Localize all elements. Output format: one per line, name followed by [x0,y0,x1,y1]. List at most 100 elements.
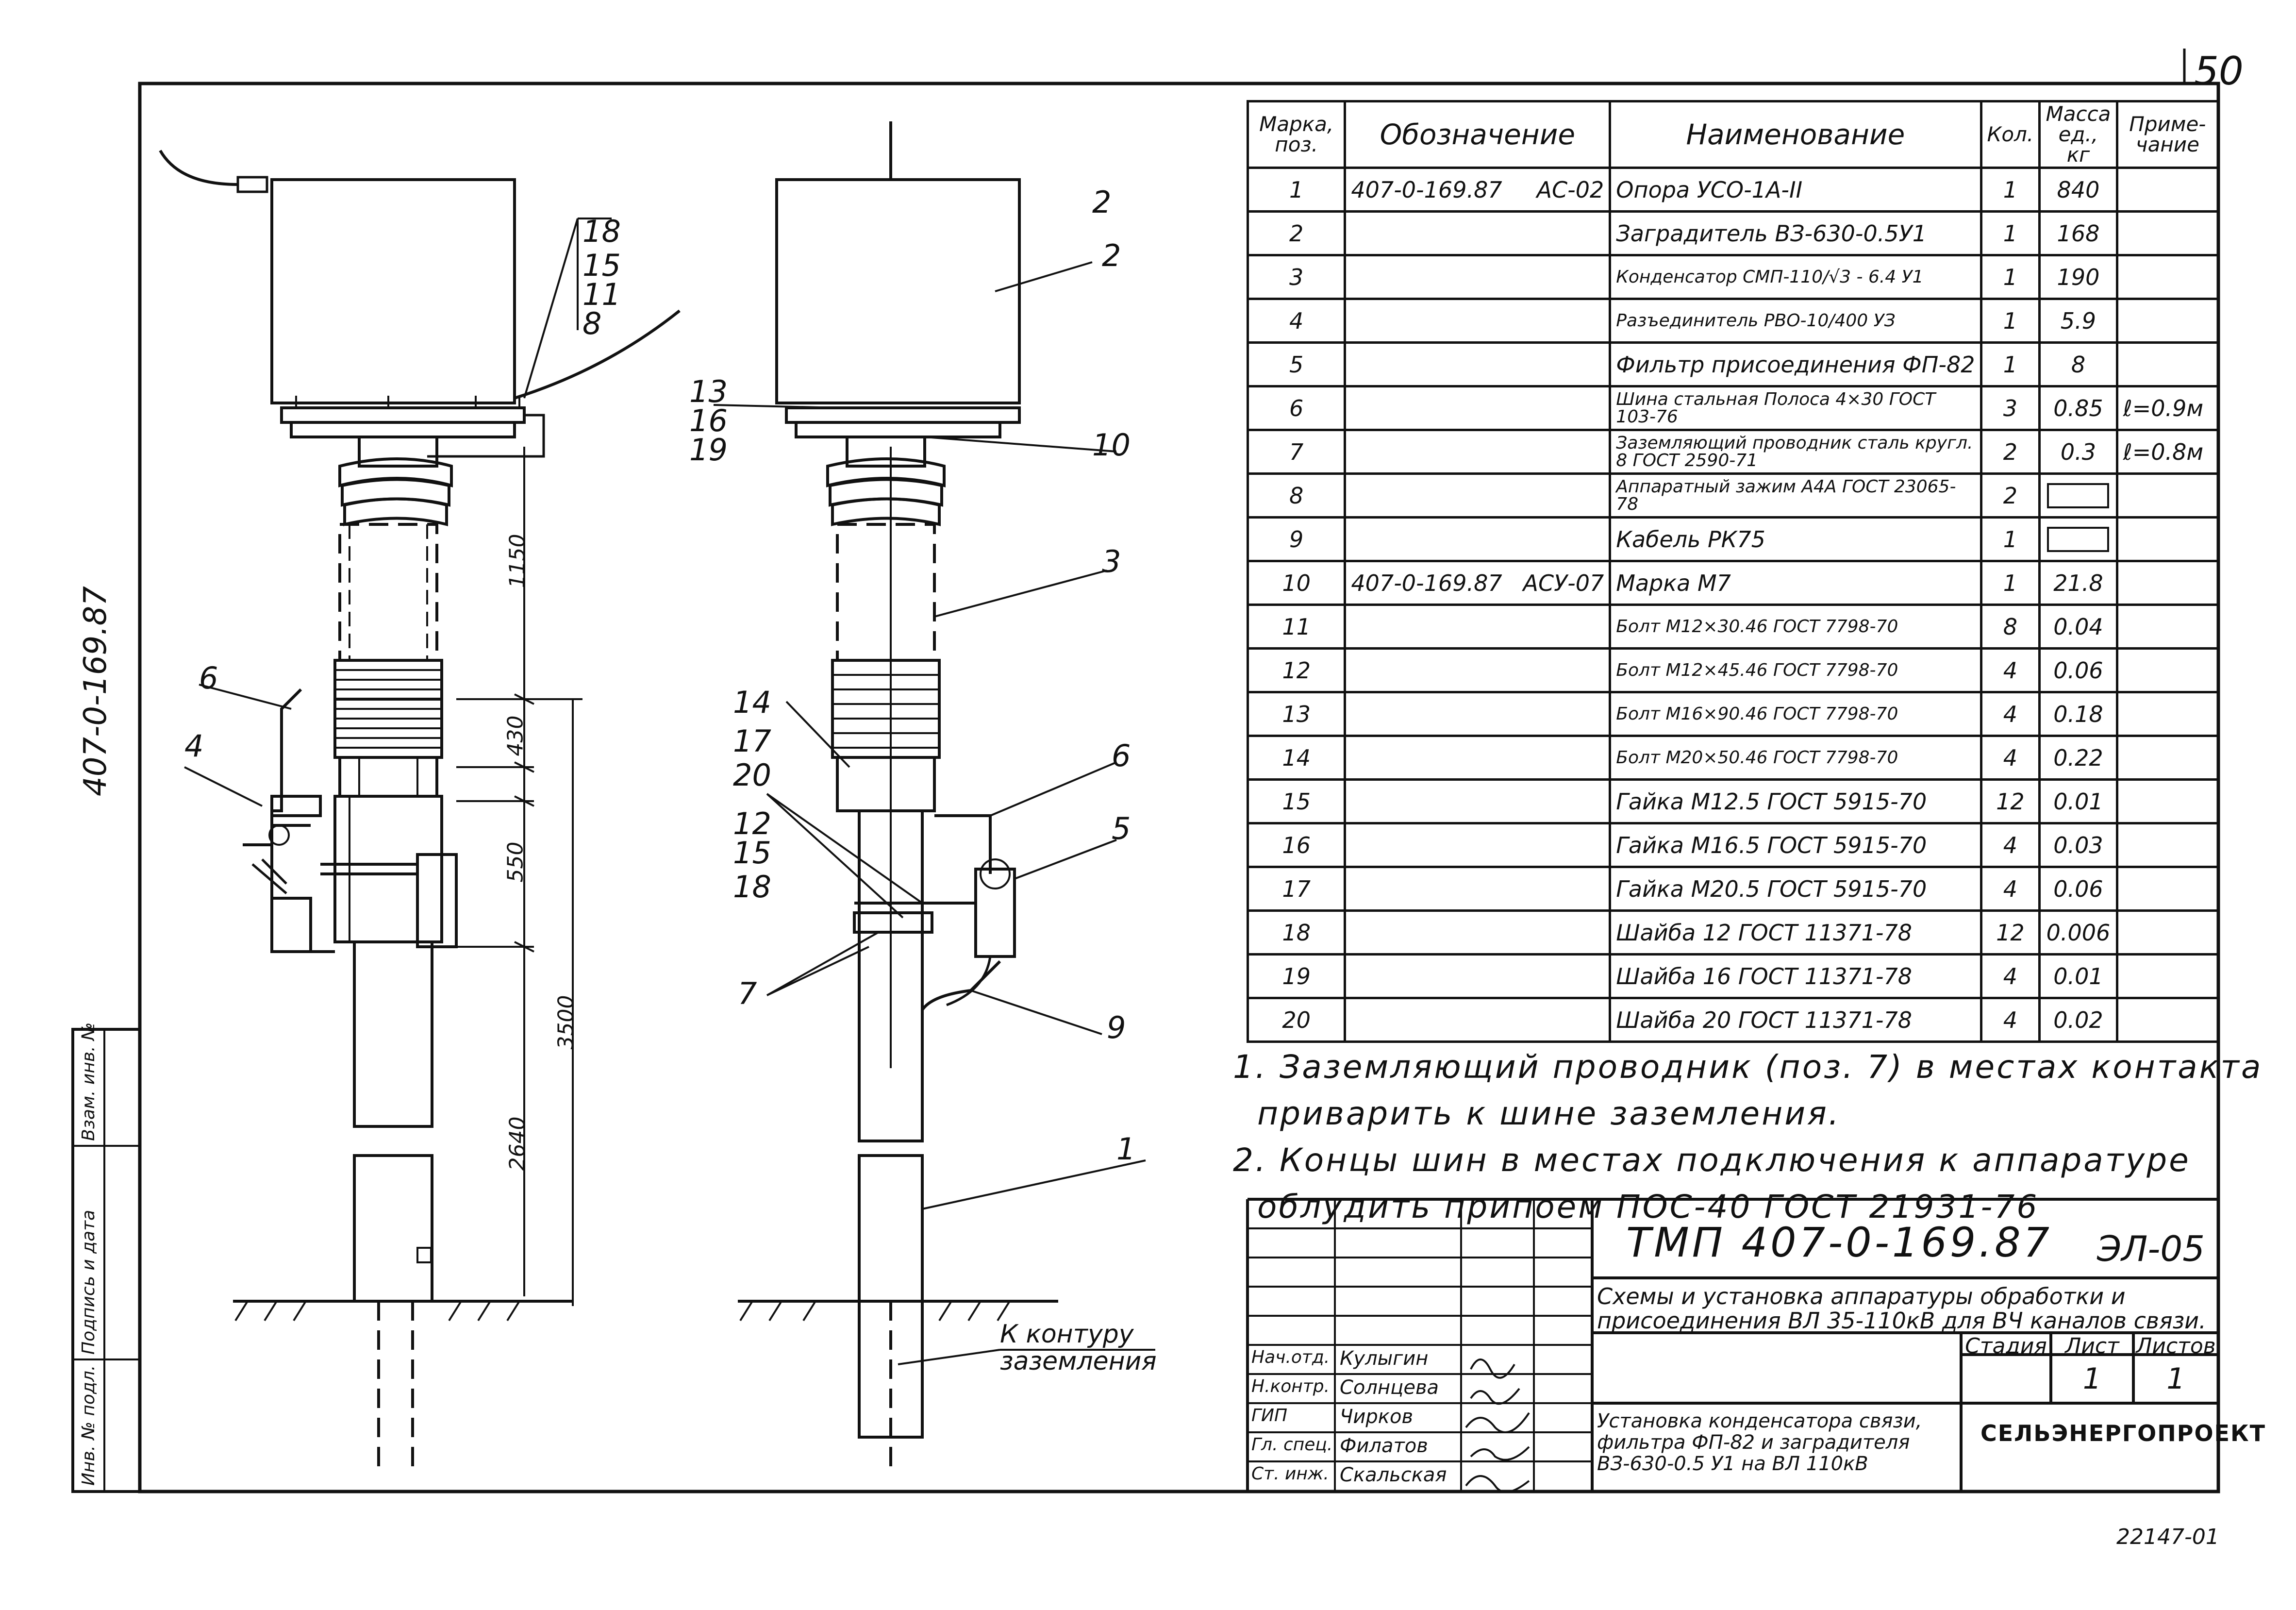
cell-position: 4 [1246,298,1347,344]
signature-role: Нач.отд. [1251,1347,1330,1367]
label-9: 9 [1107,1010,1126,1045]
cell-position: 7 [1246,429,1347,475]
cell-mass: 0.85 [2038,385,2118,431]
cell-note [2115,210,2220,256]
label-12: 12 [733,806,771,841]
cell-note [2115,778,2220,824]
cell-name: Разъединитель РВО-10/400 УЗ [1609,298,1982,344]
cell-note [2115,909,2220,956]
cell-designation [1344,210,1612,256]
cell-mass [2038,472,2118,519]
header-note: Приме- чание [2115,100,2220,169]
cable-curve [159,150,238,186]
cell-qty: 1 [1980,516,2041,562]
capacitor-right [826,436,946,812]
cell-designation [1344,647,1612,693]
cell-name: Болт М20×50.46 ГОСТ 7798-70 [1609,735,1982,781]
bracket-right [853,814,1016,1006]
cell-mass: 0.22 [2038,735,2118,781]
cell-position: 1 [1246,167,1347,213]
cell-position: 17 [1246,866,1347,912]
cell-note [2115,691,2220,737]
organization-name: СЕЛЬЭНЕРГОПРОЕКТ [1980,1420,2266,1446]
label-3: 3 [1102,544,1121,579]
label-20: 20 [733,757,771,793]
cell-position: 14 [1246,735,1347,781]
cell-designation [1344,822,1612,868]
signature-role: ГИП [1251,1406,1288,1426]
label-15: 15 [582,248,621,283]
cell-qty: 3 [1980,385,2041,431]
trap-box-left [270,178,516,404]
side-drawing-code: 407-0-169.87 [78,586,114,796]
cell-qty: 1 [1980,298,2041,344]
cell-note [2115,167,2220,213]
label-18: 18 [582,214,621,249]
header-designation: Обозначение [1344,100,1612,169]
cell-mass: 840 [2038,167,2118,213]
cell-name: Гайка М12.5 ГОСТ 5915-70 [1609,778,1982,824]
cell-position: 8 [1246,472,1347,519]
signature-name: Чирков [1340,1406,1414,1428]
side-stamp-sign: Подпись и дата [79,1209,99,1355]
cell-position: 12 [1246,647,1347,693]
cell-designation [1344,341,1612,387]
cell-mass: 0.01 [2038,953,2118,999]
label-13: 13 [689,374,728,409]
label-2-right: 2 [1102,238,1121,273]
cell-qty: 8 [1980,604,2041,650]
label-2-left: 2 [1092,184,1112,220]
cell-mass: 0.3 [2038,429,2118,475]
title-block-frame [1246,1198,2218,1493]
label-16: 16 [689,403,728,438]
cell-note [2115,647,2220,693]
label-18-right: 18 [733,869,771,905]
cell-qty: 2 [1980,429,2041,475]
label-6-right: 6 [1112,738,1131,773]
blank-field [2047,526,2110,552]
cell-position: 9 [1246,516,1347,562]
sheet-label: Лист [2065,1334,2119,1358]
cell-qty: 2 [1980,472,2041,519]
cell-note [2115,472,2220,519]
cell-mass: 0.006 [2038,909,2118,956]
cell-position: 15 [1246,778,1347,824]
cell-qty: 1 [1980,560,2041,606]
dim-550: 550 [503,841,528,883]
dim-430: 430 [503,715,528,756]
header-qty: Кол. [1980,100,2041,169]
pole-left [333,795,443,1466]
cell-name: Фильтр присоединения ФП-82 [1609,341,1982,387]
cell-designation [1344,866,1612,912]
blank-field [2047,483,2110,508]
cell-position: 6 [1246,385,1347,431]
label-7: 7 [738,976,757,1011]
side-stamp-inv: Инв. № подл. [79,1365,99,1486]
sheet-value: 1 [2082,1362,2102,1396]
cell-mass: 0.02 [2038,997,2118,1043]
cell-note [2115,997,2220,1043]
dim-3500: 3500 [553,995,579,1050]
cell-name: Заземляющий проводник сталь кругл. 8 ГОС… [1609,429,1982,475]
cell-position: 3 [1246,254,1347,300]
spec-header-row: Марка, поз. Обозначение Наименование Кол… [1246,100,2220,169]
cell-mass: 0.01 [2038,778,2118,824]
capacitor-left [333,436,453,798]
cell-designation [1344,909,1612,956]
cell-qty: 1 [1980,210,2041,256]
signature-name: Филатов [1340,1435,1428,1457]
cell-mass: 0.06 [2038,647,2118,693]
cell-qty: 4 [1980,953,2041,999]
label-17: 17 [733,723,771,759]
sheet-frame [138,82,2220,1493]
trap-box-right [775,178,1021,404]
cell-designation [1344,516,1612,562]
